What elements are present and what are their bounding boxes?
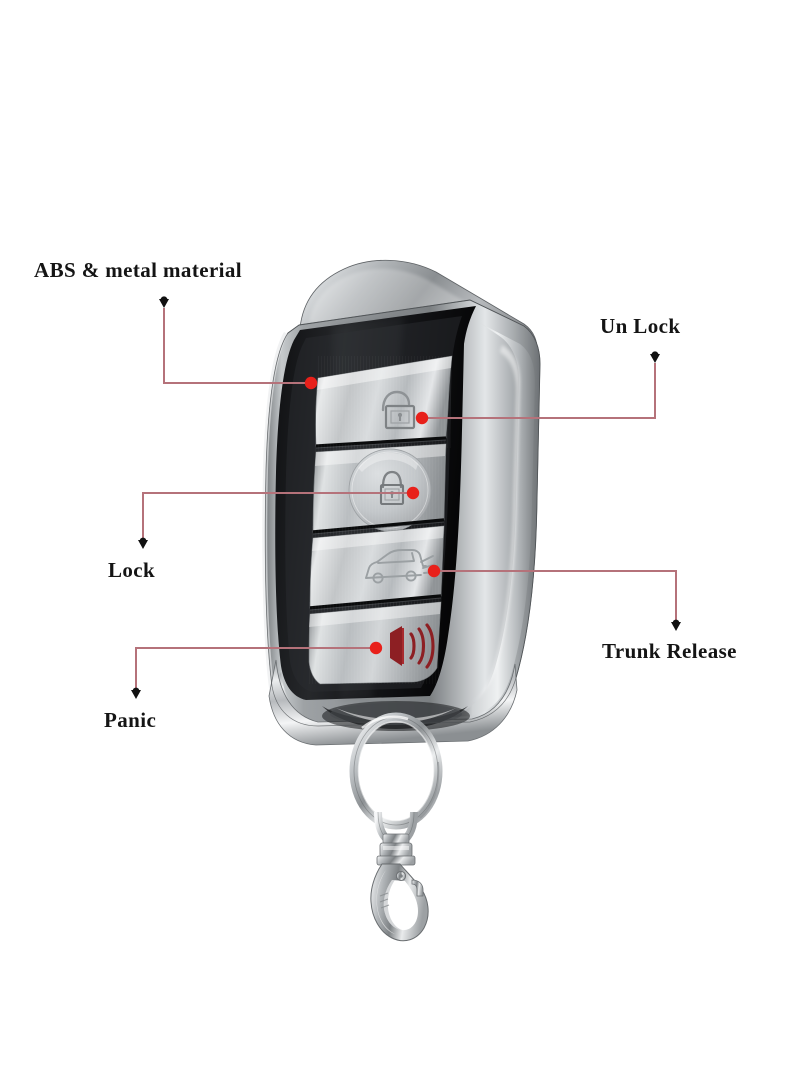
callout-label-panic: Panic (104, 708, 157, 732)
horn-siren-icon (390, 623, 435, 669)
open-padlock-body (384, 404, 416, 430)
panic-button-face (308, 601, 442, 685)
open-padlock-icon (381, 390, 411, 412)
callout-label-abs-metal-material: ABS & metal material (34, 258, 243, 282)
split-ring (349, 712, 443, 830)
fob-button-stack (308, 355, 453, 685)
keychain-assembly (349, 712, 443, 942)
swivel-barrel (374, 811, 418, 866)
car-trunk-open-icon (365, 549, 437, 584)
callout-label-trunk-release: Trunk Release (602, 639, 737, 663)
lobster-clasp (370, 863, 429, 942)
callout-label-lock: Lock (108, 558, 156, 582)
callout-label-un-lock: Un Lock (600, 314, 681, 338)
unlock-button-face (315, 355, 453, 448)
